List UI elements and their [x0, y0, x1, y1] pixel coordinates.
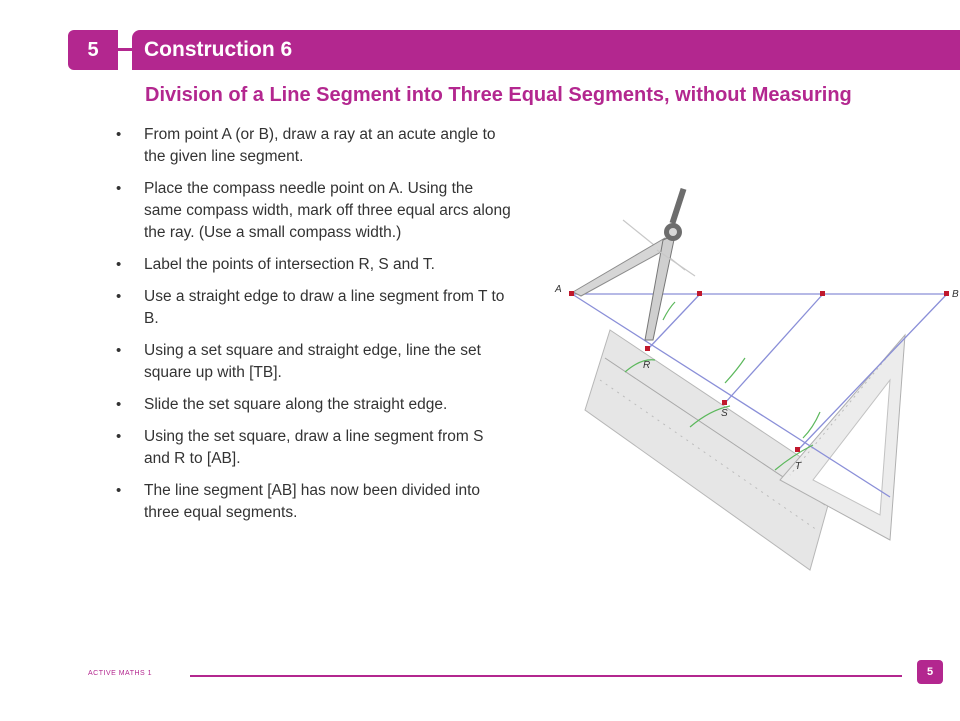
point-ab-1: [697, 291, 702, 296]
point-a: [569, 291, 574, 296]
label-b: B: [952, 289, 959, 300]
title-connector: [118, 48, 132, 51]
steps-list: From point A (or B), draw a ray at an ac…: [112, 124, 512, 534]
page-number: 5: [917, 660, 943, 684]
segment-tb: [797, 293, 948, 451]
compass-arcs: [624, 301, 821, 471]
point-s: [722, 400, 727, 405]
footer-book-title: ACTIVE MATHS 1: [88, 670, 153, 677]
point-r: [645, 346, 650, 351]
label-s: S: [721, 408, 728, 419]
point-b: [944, 291, 949, 296]
page-title: Construction 6: [144, 38, 293, 61]
chapter-number: 5: [87, 38, 99, 61]
straight-edge-ruler: [584, 329, 836, 571]
label-r: R: [643, 360, 650, 371]
set-square: [779, 333, 906, 541]
construction-lines: [571, 293, 948, 498]
footer-divider: [190, 675, 902, 677]
segment-s-to-ab: [724, 293, 824, 404]
step-item-7: Using the set square, draw a line segmen…: [112, 426, 512, 470]
intersection-points: [569, 291, 949, 452]
step-item-6: Slide the set square along the straight …: [112, 394, 512, 416]
step-item-8: The line segment [AB] has now been divid…: [112, 480, 512, 524]
title-bar: Construction 6: [132, 30, 960, 70]
label-a: A: [554, 284, 562, 295]
compass-icon: [571, 187, 696, 341]
step-item-1: From point A (or B), draw a ray at an ac…: [112, 124, 512, 168]
segment-r-to-ab: [647, 293, 701, 350]
step-item-3: Label the points of intersection R, S an…: [112, 254, 512, 276]
label-t: T: [795, 461, 802, 472]
chapter-number-tab: 5: [68, 30, 118, 70]
step-item-5: Using a set square and straight edge, li…: [112, 340, 512, 384]
step-item-4: Use a straight edge to draw a line segme…: [112, 286, 512, 330]
construction-diagram: A B R S T: [554, 187, 959, 571]
step-item-2: Place the compass needle point on A. Usi…: [112, 178, 512, 244]
point-ab-2: [820, 291, 825, 296]
section-subtitle: Division of a Line Segment into Three Eq…: [145, 84, 852, 106]
point-t: [795, 447, 800, 452]
